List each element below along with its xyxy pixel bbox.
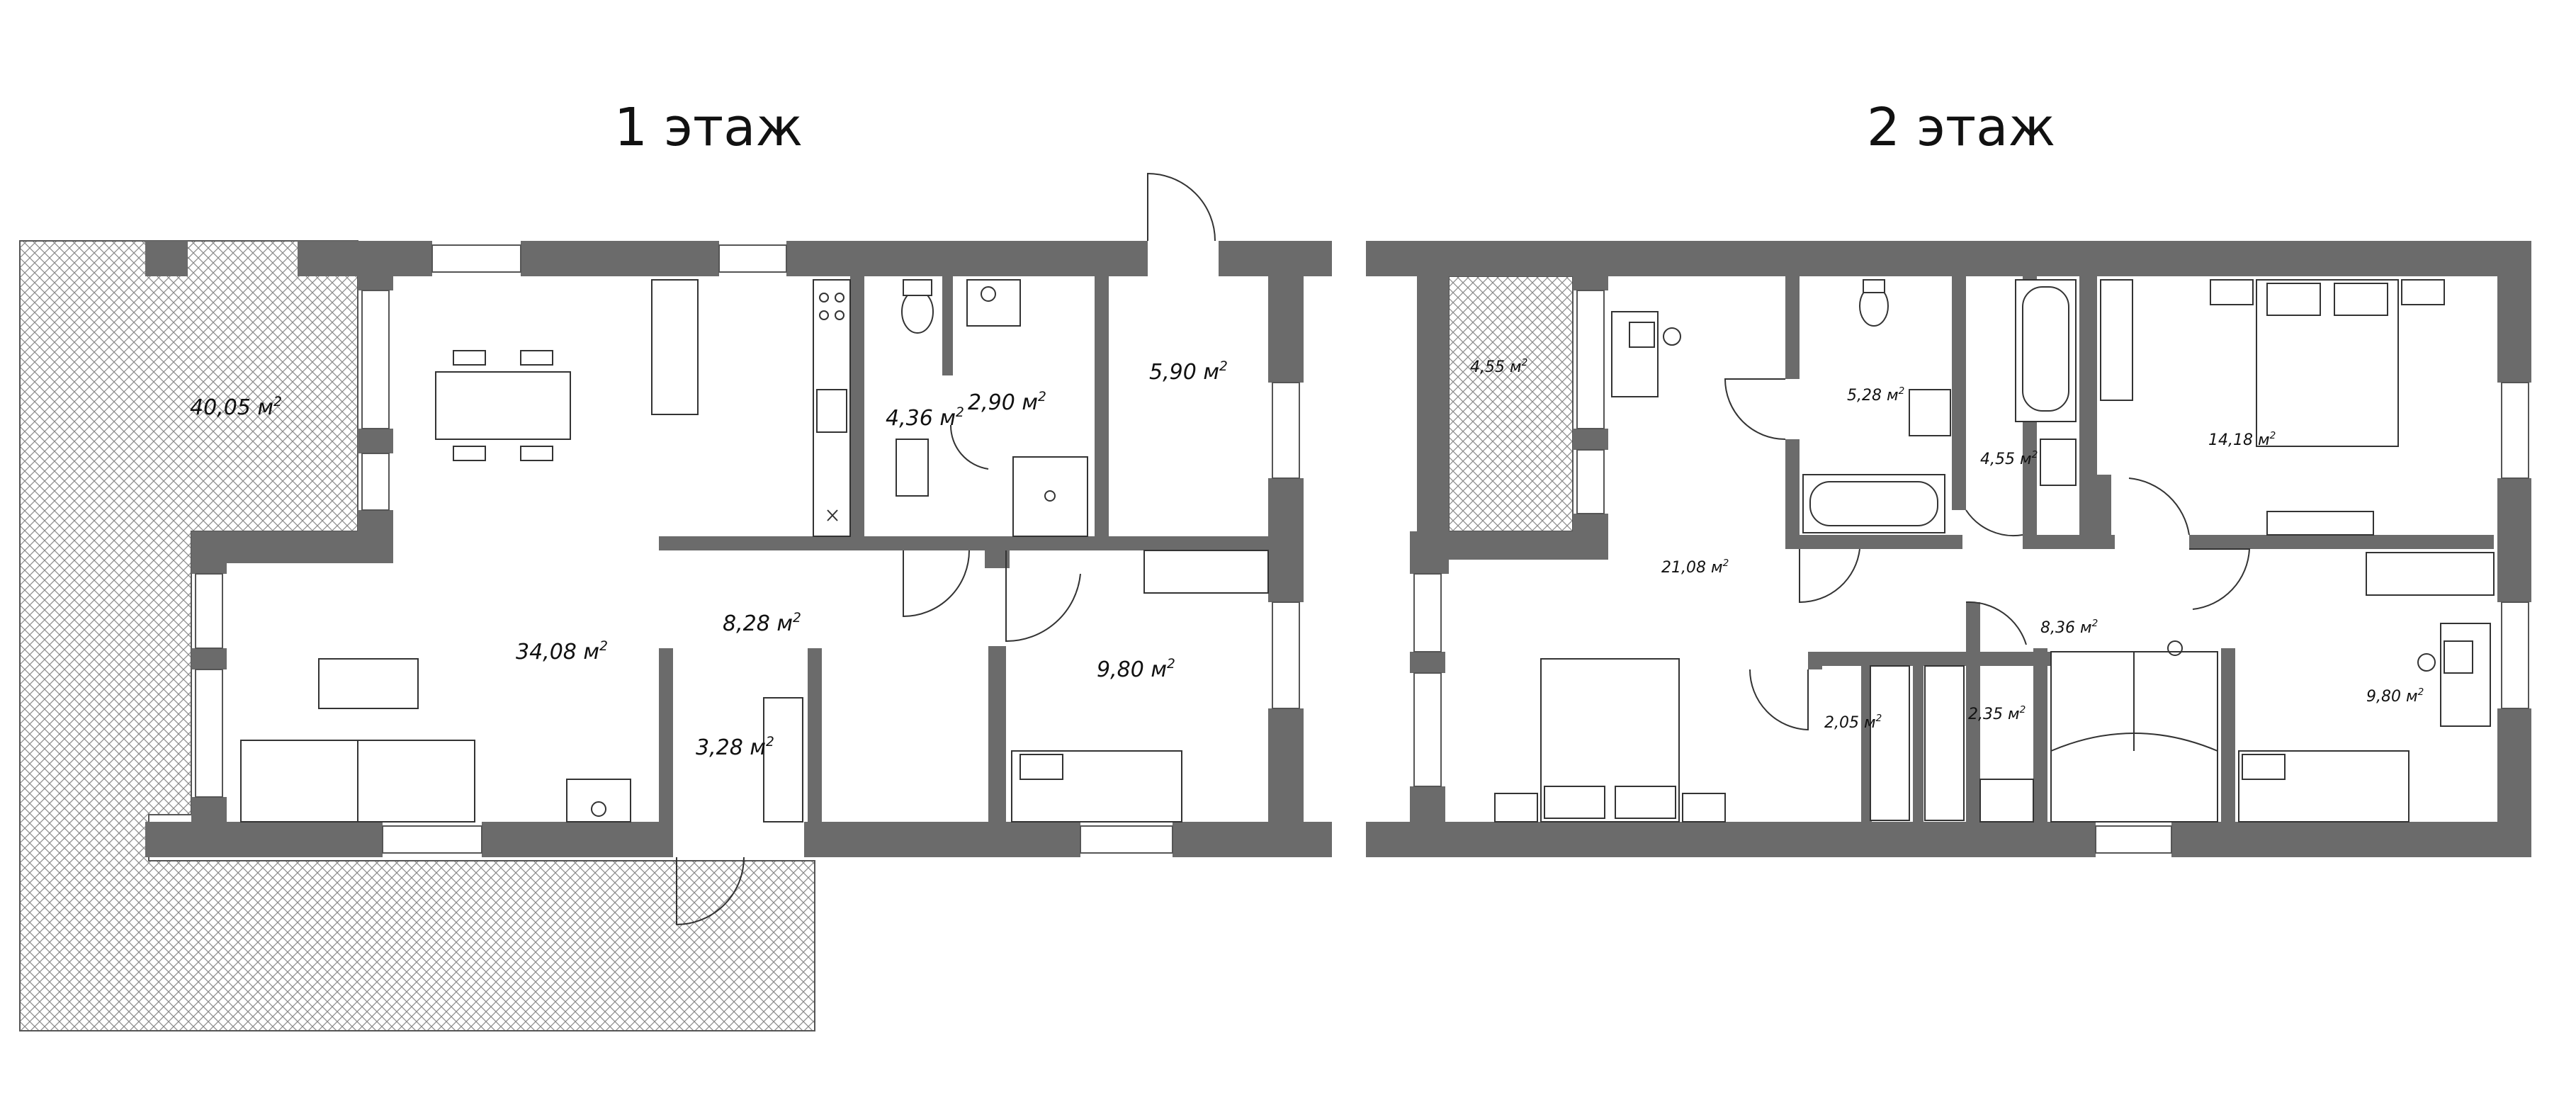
floor-1-furniture xyxy=(240,279,1269,822)
room-area-label: 14,18 м2 xyxy=(2208,430,2276,449)
room-area-label: 9,80 м2 xyxy=(2366,686,2424,706)
floor-2-room-labels: 4,55 м2 5,28 м2 4,55 м2 14,18 м2 21,08 м… xyxy=(1470,357,2424,732)
room-area-label: 8,28 м2 xyxy=(723,611,801,636)
room-area-label: 5,28 м2 xyxy=(1847,385,1904,405)
room-area-label: 4,55 м2 xyxy=(1470,357,1527,376)
floor-1: 1 этаж xyxy=(19,97,1332,1031)
floor-1-room-labels: 40,05 м2 34,08 м2 8,28 м2 4,36 м2 2,90 м… xyxy=(190,359,1228,760)
room-area-label: 3,28 м2 xyxy=(696,735,774,760)
room-area-label: 40,05 м2 xyxy=(190,395,282,420)
room-area-label: 8,36 м2 xyxy=(2040,618,2098,637)
floor-2-title: 2 этаж xyxy=(1867,97,2055,158)
room-area-label: 4,55 м2 xyxy=(1980,449,2038,468)
floor-1-windows xyxy=(195,244,1300,854)
floor-1-walls xyxy=(145,241,1332,857)
room-area-label: 21,08 м2 xyxy=(1661,558,1729,577)
room-area-label: 34,08 м2 xyxy=(516,639,608,665)
room-area-label: 2,90 м2 xyxy=(968,390,1046,415)
room-area-label: 2,35 м2 xyxy=(1968,704,2026,723)
room-area-label: 2,05 м2 xyxy=(1824,713,1882,732)
floor-1-doors xyxy=(676,172,1216,926)
floor-2-furniture xyxy=(1494,279,2495,822)
balcony-hatch xyxy=(1448,276,1574,532)
floor-2: 2 этаж xyxy=(1366,97,2531,857)
room-area-label: 9,80 м2 xyxy=(1097,657,1175,682)
room-area-label: 5,90 м2 xyxy=(1149,359,1228,385)
room-area-label: 4,36 м2 xyxy=(886,405,964,431)
floor-2-doors xyxy=(1724,378,2251,731)
floor-2-windows xyxy=(1413,290,2529,854)
floor-1-title: 1 этаж xyxy=(614,97,803,158)
